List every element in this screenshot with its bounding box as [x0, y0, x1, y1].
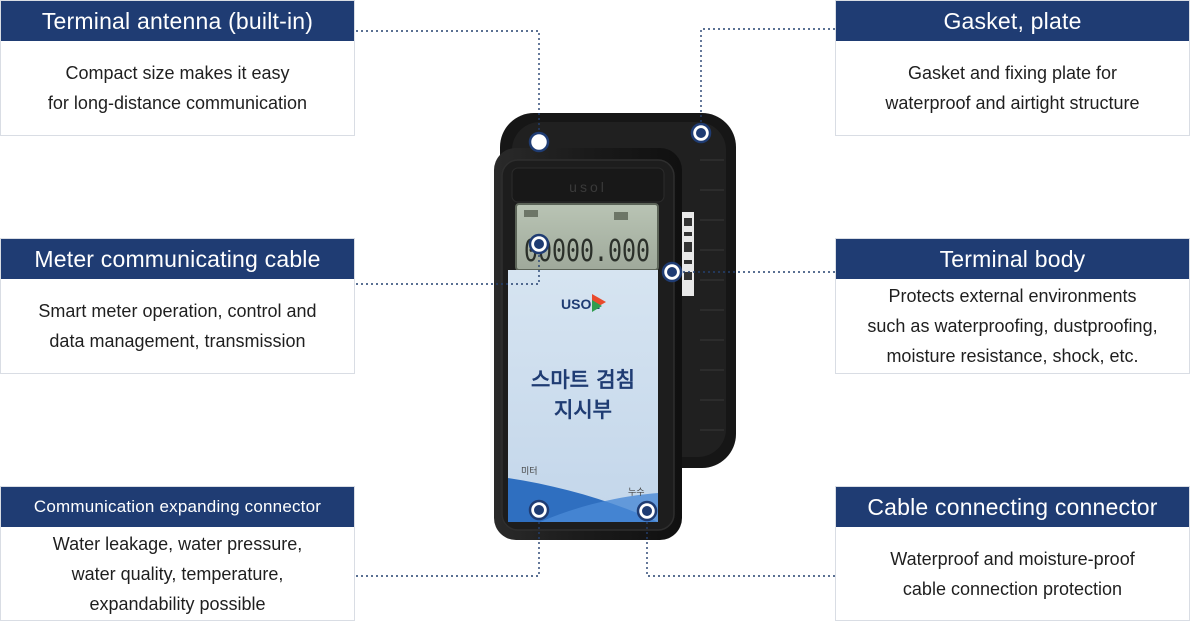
description-line: Protects external environments: [888, 286, 1137, 306]
leader-expanding-connector: [356, 510, 540, 577]
description-line: Waterproof and moisture-proof: [890, 548, 1135, 569]
callout-description: Smart meter operation, control and data …: [1, 279, 354, 373]
description-line: Smart meter operation, control and: [38, 301, 317, 321]
engraved-brand: usol: [569, 179, 607, 195]
leader-gasket: [700, 28, 835, 133]
marker-cable-connector: [636, 500, 658, 522]
label-brand: USOL: [561, 296, 600, 312]
label-meter-text: 미터: [521, 466, 538, 477]
callout-expanding-connector: Communication expanding connector Water …: [0, 486, 355, 621]
callout-description: Water leakage, water pressure, water qua…: [1, 527, 354, 620]
description-line: cable connection protection: [902, 578, 1123, 599]
description-line: expandability possible: [89, 593, 266, 614]
callout-meter-cable: Meter communicating cable Smart meter op…: [0, 238, 355, 374]
callout-title: Gasket, plate: [836, 1, 1189, 41]
marker-expanding-connector: [528, 499, 550, 521]
front-label: [508, 270, 658, 522]
callout-cable-connector: Cable connecting connector Waterproof an…: [835, 486, 1190, 621]
description-line: for long-distance communication: [47, 93, 308, 113]
callout-description: Waterproof and moisture-proof cable conn…: [836, 527, 1189, 620]
callout-title: Terminal body: [836, 239, 1189, 279]
callout-description: Protects external environments such as w…: [836, 279, 1189, 373]
callout-terminal-body: Terminal body Protects external environm…: [835, 238, 1190, 374]
callout-title: Communication expanding connector: [1, 487, 354, 527]
callout-title: Cable connecting connector: [836, 487, 1189, 527]
callout-title: Terminal antenna (built-in): [1, 1, 354, 41]
leader-cable-connector: [646, 511, 835, 577]
description-line: moisture resistance, shock, etc.: [886, 346, 1139, 366]
marker-gasket: [690, 122, 712, 144]
callout-terminal-antenna: Terminal antenna (built-in) Compact size…: [0, 0, 355, 136]
marker-meter-cable: [528, 233, 550, 255]
callout-description: Compact size makes it easy for long-dist…: [1, 41, 354, 135]
leader-antenna: [356, 30, 540, 142]
description-line: such as waterproofing, dustproofing,: [867, 316, 1158, 336]
description-line: Water leakage, water pressure,: [52, 533, 303, 554]
callout-title: Meter communicating cable: [1, 239, 354, 279]
label-title-line1: 스마트 검침: [531, 368, 635, 392]
callout-description: Gasket and fixing plate for waterproof a…: [836, 41, 1189, 135]
marker-antenna: [528, 131, 550, 153]
description-line: water quality, temperature,: [71, 563, 284, 584]
label-leak-text: 누수: [628, 487, 645, 498]
description-line: waterproof and airtight structure: [885, 93, 1140, 113]
callout-gasket-plate: Gasket, plate Gasket and fixing plate fo…: [835, 0, 1190, 136]
description-line: Gasket and fixing plate for: [907, 63, 1118, 83]
label-title-line2: 지시부: [554, 398, 612, 422]
description-line: data management, transmission: [49, 331, 306, 351]
description-line: Compact size makes it easy: [65, 63, 290, 83]
marker-terminal-body: [661, 261, 683, 283]
leader-meter-cable: [356, 244, 540, 285]
